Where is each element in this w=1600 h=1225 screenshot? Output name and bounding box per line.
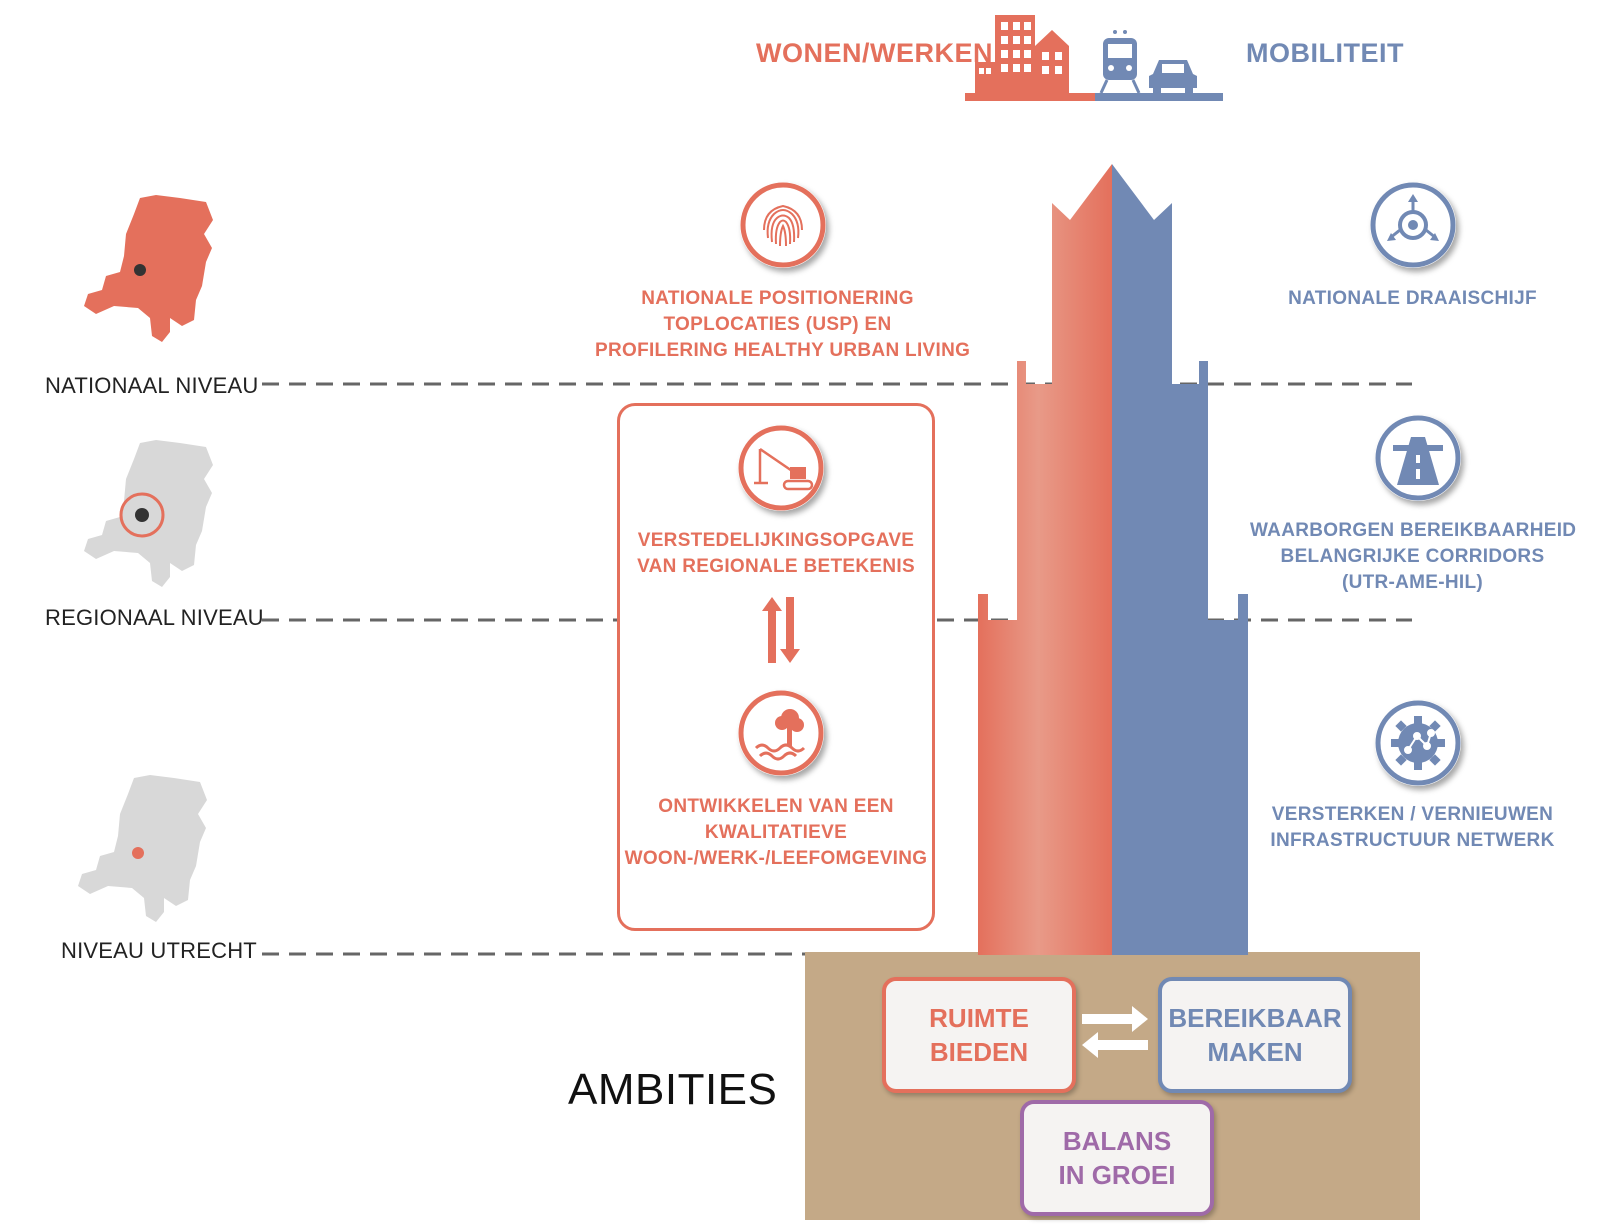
caption-national-left: NATIONALE POSITIONERING TOPLOCATIES (USP… [595,288,971,361]
tree-water-icon [738,690,824,776]
gear-network-icon [1375,700,1461,786]
header-left-title: WONEN/WERKEN [756,38,993,68]
fingerprint-icon [740,182,826,268]
map-regional [84,440,213,587]
crane-icon [738,425,824,511]
level-label-regional: REGIONAAL NIVEAU [45,605,264,630]
box-bereikbaar-maken: BEREIKBAAR MAKEN [1158,977,1352,1093]
tower-red-half [978,164,1112,955]
roundabout-icon [1370,182,1456,268]
map-national [84,195,213,342]
header-right-title: MOBILITEIT [1246,38,1404,68]
box-balans-in-groei: BALANS IN GROEI [1020,1100,1214,1216]
caption-local-left: ONTWIKKELEN VAN EEN KWALITATIEVE WOON-/W… [624,796,928,869]
map-utrecht [78,775,207,922]
tower-blue-half [1112,164,1248,955]
caption-regional-right: WAARBORGEN BEREIKBAARHEID BELANGRIJKE CO… [1250,520,1577,593]
train-car-icon [1095,30,1223,101]
swap-arrows-icon [1082,1006,1148,1058]
caption-regional-left: VERSTEDELIJKINGSOPGAVE VAN REGIONALE BET… [637,530,915,577]
header-icons [965,15,1223,101]
box-ruimte-bieden: RUIMTE BIEDEN [882,977,1076,1093]
bidirectional-arrows-icon [762,597,800,663]
caption-local-right: VERSTERKEN / VERNIEUWEN INFRASTRUCTUUR N… [1270,804,1555,851]
level-label-utrecht: NIVEAU UTRECHT [61,938,257,963]
ambities-title: AMBITIES [568,1065,778,1114]
buildings-icon [965,15,1095,101]
level-label-national: NATIONAAL NIVEAU [45,373,259,398]
caption-national-right: NATIONALE DRAAISCHIJF [1288,288,1537,309]
highway-icon [1375,415,1461,501]
